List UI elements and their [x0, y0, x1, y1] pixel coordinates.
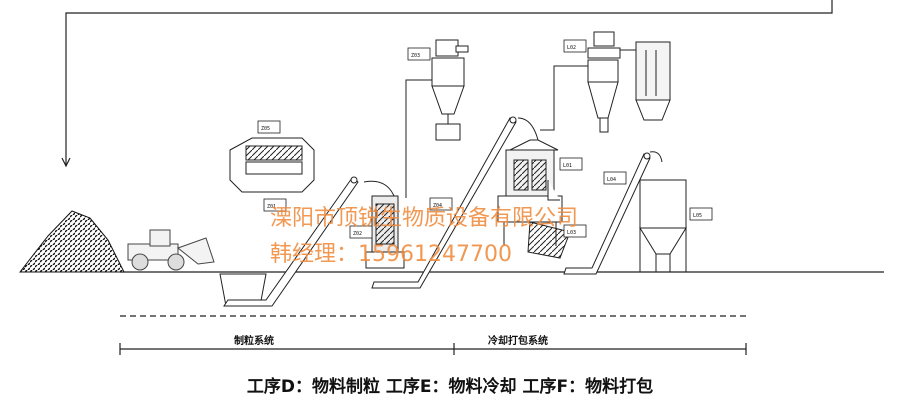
z04-conveyor: [371, 116, 539, 289]
label-l04: L04: [607, 177, 616, 183]
label-l02: L02: [567, 45, 576, 51]
raw-material-pile: [18, 210, 125, 273]
label-l05: L05: [693, 213, 702, 219]
l04-conveyor: [563, 151, 663, 275]
loader-icon: [127, 229, 215, 271]
label-l01: L01: [563, 163, 572, 169]
label-z01: Z01: [267, 204, 276, 210]
z02-pellet-mill: [363, 180, 405, 269]
process-caption: 工序D：物料制粒 工序E：物料冷却 工序F：物料打包: [246, 377, 654, 397]
return-feed-line: [61, 0, 833, 168]
label-z02: Z02: [353, 231, 362, 237]
watermark-contact: 韩经理：15961247700: [270, 242, 512, 267]
section-dimension-line: [119, 343, 747, 355]
l03-screener: [527, 221, 571, 259]
l05-silo: [639, 179, 687, 272]
label-l03: L03: [567, 230, 576, 236]
watermark-company: 溧阳市顶锐生物质设备有限公司: [270, 206, 579, 231]
l02-dust-collector: [540, 31, 671, 133]
label-z04: Z04: [433, 203, 442, 209]
z01-conveyor: [219, 176, 359, 307]
z03-cyclone: [405, 39, 469, 198]
label-z03: Z03: [411, 53, 420, 59]
section-pelletizing: 制粒系统: [234, 334, 274, 347]
l01-cooler: [497, 139, 563, 246]
z05-mixer: [229, 137, 315, 193]
section-cooling-packing: 冷却打包系统: [488, 334, 548, 347]
label-z05: Z05: [261, 126, 270, 132]
